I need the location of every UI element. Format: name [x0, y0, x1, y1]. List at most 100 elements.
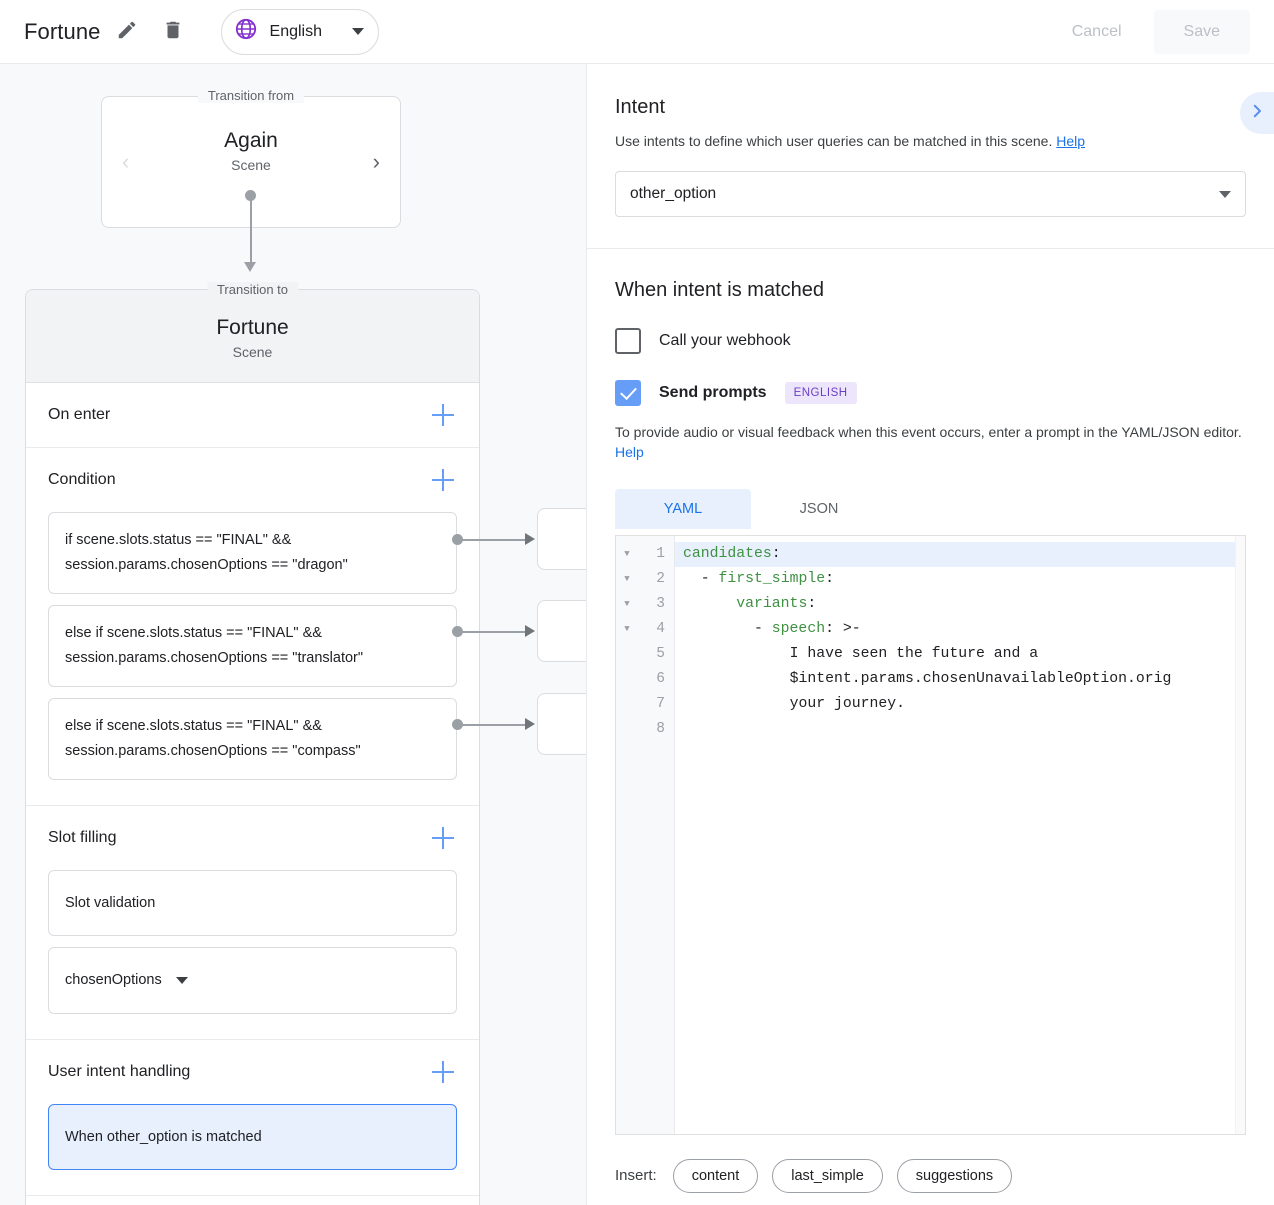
expand-panel-button[interactable] — [1240, 92, 1274, 134]
gutter-line: 6 — [616, 667, 674, 692]
line-number: 3 — [656, 596, 665, 613]
tab-yaml[interactable]: YAML — [615, 488, 751, 529]
when-intent-matched-section: When intent is matched Call your webhook… — [587, 279, 1274, 1193]
transition-to-header[interactable]: Transition to Fortune Scene — [26, 282, 479, 383]
condition-target-card[interactable] — [537, 693, 586, 755]
send-prompts-checkbox[interactable] — [615, 380, 641, 406]
section-title-user-intent-handling: User intent handling — [48, 1062, 191, 1080]
send-prompts-row[interactable]: Send prompts ENGLISH — [615, 380, 1246, 406]
prompt-hint-help-link[interactable]: Help — [615, 444, 644, 461]
insert-chip-last-simple[interactable]: last_simple — [772, 1158, 883, 1193]
code-line[interactable]: I have seen the future and a — [675, 642, 1245, 667]
slot-validation-item[interactable]: Slot validation — [48, 870, 457, 937]
add-slot-button[interactable] — [429, 824, 457, 852]
condition-connector-arrow — [525, 718, 535, 730]
transition-from-card[interactable]: Transition from Again Scene ‹ › — [101, 88, 401, 228]
code-line[interactable]: variants: — [675, 592, 1245, 617]
intent-heading: Intent — [615, 96, 666, 118]
save-button[interactable]: Save — [1153, 9, 1250, 54]
code-indent — [683, 646, 790, 662]
code-line[interactable]: - first_simple: — [675, 567, 1245, 592]
slot-name-label: chosenOptions — [65, 972, 162, 989]
connector-dot — [245, 190, 256, 201]
scene-card: Transition to Fortune Scene On enter Con… — [25, 282, 480, 1205]
code-indent — [683, 671, 790, 687]
condition-connector-dot — [452, 626, 463, 637]
user-intent-item-selected[interactable]: When other_option is matched — [48, 1103, 457, 1170]
code-line[interactable]: $intent.params.chosenUnavailableOption.o… — [675, 667, 1245, 692]
code-punct: : >- — [825, 620, 861, 637]
add-condition-button[interactable] — [429, 466, 457, 494]
intent-select-chevron-down-icon — [1219, 190, 1231, 198]
transition-to-name: Fortune — [216, 316, 289, 339]
line-number: 1 — [656, 546, 665, 563]
transition-from-type: Scene — [231, 157, 271, 173]
intent-select[interactable]: other_option — [615, 171, 1246, 217]
slot-chevron-down-icon[interactable] — [175, 976, 188, 984]
line-number: 8 — [656, 721, 665, 738]
section-slot-filling: Slot filling Slot validation chosenOptio… — [26, 806, 479, 1040]
condition-connector-line — [462, 724, 527, 726]
condition-item[interactable]: else if scene.slots.status == "FINAL" &&… — [48, 605, 457, 687]
intent-help-link[interactable]: Help — [1056, 133, 1086, 149]
code-line[interactable]: - speech: >- — [675, 617, 1245, 642]
fold-arrow-icon[interactable]: ▼ — [624, 549, 630, 560]
code-rest: your journey. — [789, 695, 905, 712]
code-rest: I have seen the future and a — [789, 645, 1039, 662]
fold-arrow-icon[interactable]: ▼ — [624, 574, 630, 585]
details-panel: Intent Use intents to define which user … — [586, 64, 1274, 1205]
scene-canvas: Transition from Again Scene ‹ › Transiti… — [0, 64, 586, 1205]
gutter-line: ▼1 — [616, 542, 674, 567]
condition-target-card[interactable] — [537, 600, 586, 662]
yaml-editor[interactable]: ▼1 ▼2 ▼3 ▼4 5 6 7 8 candidates: - first_… — [615, 534, 1246, 1135]
insert-row: Insert: content last_simple suggestions — [615, 1158, 1246, 1193]
code-indent — [683, 596, 736, 612]
tab-json[interactable]: JSON — [799, 500, 839, 517]
transition-to-legend: Transition to — [206, 282, 299, 297]
condition-item[interactable]: if scene.slots.status == "FINAL" && sess… — [48, 512, 457, 594]
insert-chip-suggestions[interactable]: suggestions — [896, 1158, 1013, 1193]
section-title-slot-filling: Slot filling — [48, 829, 117, 846]
transition-from-name: Again — [224, 129, 278, 152]
editor-scrollbar[interactable] — [1235, 535, 1245, 1134]
insert-chip-content[interactable]: content — [672, 1158, 759, 1193]
delete-button[interactable] — [153, 12, 193, 52]
send-prompts-label: Send prompts — [659, 384, 767, 401]
pencil-icon — [116, 19, 138, 44]
editor-code-area[interactable]: candidates: - first_simple: variants: - … — [675, 535, 1245, 1134]
code-key: speech — [771, 620, 826, 637]
gutter-line: 5 — [616, 642, 674, 667]
condition-item[interactable]: else if scene.slots.status == "FINAL" &&… — [48, 698, 457, 780]
language-selector[interactable]: English — [220, 8, 380, 55]
cancel-button[interactable]: Cancel — [1048, 10, 1146, 54]
call-webhook-checkbox[interactable] — [615, 328, 641, 354]
condition-connector-dot — [452, 534, 463, 545]
code-key: first_simple — [718, 570, 826, 587]
gutter-line: ▼4 — [616, 617, 674, 642]
fold-arrow-icon[interactable]: ▼ — [624, 599, 630, 610]
language-badge: ENGLISH — [784, 382, 857, 404]
code-line[interactable]: your journey. — [675, 692, 1245, 717]
add-on-enter-button[interactable] — [429, 401, 457, 429]
webhook-row[interactable]: Call your webhook — [615, 328, 1246, 354]
code-punct: : — [825, 570, 834, 587]
section-user-intent-handling: User intent handling When other_option i… — [26, 1040, 479, 1196]
transition-to-type: Scene — [232, 344, 273, 360]
condition-target-card[interactable] — [537, 508, 586, 570]
fold-arrow-icon[interactable]: ▼ — [624, 624, 630, 635]
prev-scene-chevron-left-icon[interactable]: ‹ — [122, 149, 130, 174]
insert-label: Insert: — [615, 1167, 657, 1185]
intent-description-text: Use intents to define which user queries… — [615, 133, 1053, 149]
slot-item[interactable]: chosenOptions — [48, 947, 457, 1014]
line-number: 7 — [656, 696, 665, 713]
when-matched-heading: When intent is matched — [615, 279, 824, 301]
trash-icon — [162, 19, 184, 44]
code-line[interactable]: candidates: — [675, 541, 1245, 567]
intent-select-value: other_option — [630, 185, 717, 202]
next-scene-chevron-right-icon[interactable]: › — [372, 149, 380, 174]
edit-name-button[interactable] — [107, 12, 147, 52]
code-line[interactable] — [675, 717, 1245, 742]
line-number: 5 — [656, 646, 665, 663]
add-user-intent-button[interactable] — [429, 1058, 457, 1086]
condition-connector-dot — [452, 719, 463, 730]
